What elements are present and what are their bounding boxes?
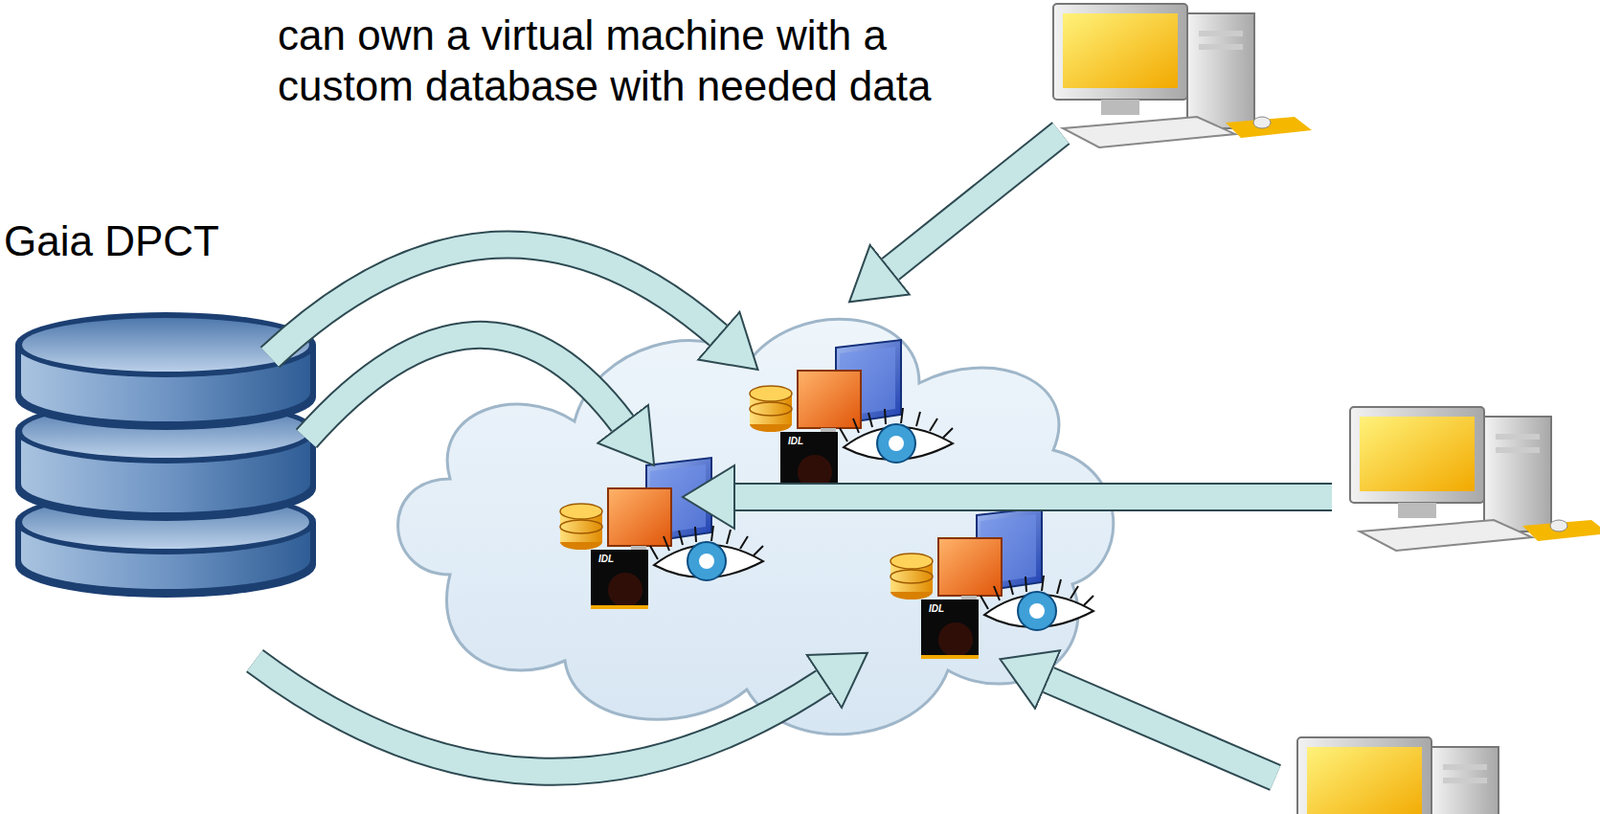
virtual-machine (560, 457, 764, 609)
node-heading: Gaia DPCT (3, 218, 320, 265)
database-node: Gaia DPCT (3, 218, 320, 265)
idl-logo-text: IDL (928, 603, 968, 615)
cloud (398, 318, 1114, 735)
desktop-pc (1053, 3, 1312, 148)
idl-logo-text: IDL (598, 553, 637, 565)
desktop-pc (1350, 406, 1600, 551)
idl-logo-text: IDL (788, 435, 827, 448)
note-text: can own a virtual machine with a custom … (277, 9, 948, 112)
desktop-pc (1297, 737, 1556, 814)
virtual-machine (890, 507, 1094, 659)
access-arrow (735, 133, 1332, 778)
virtual-machine (749, 339, 953, 492)
